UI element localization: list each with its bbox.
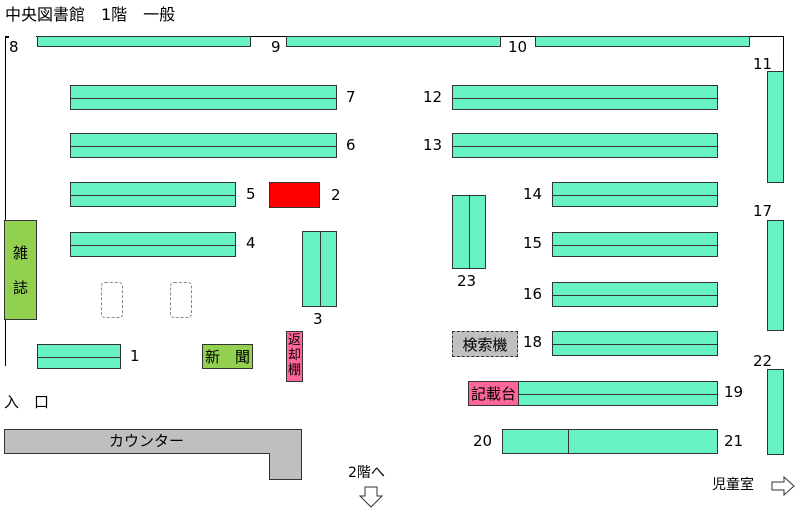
shelf-19[interactable] [518, 381, 718, 406]
return-shelf-label-2: 却 [287, 348, 301, 364]
shelf-number-8: 8 [9, 38, 19, 56]
shelf-7[interactable] [70, 85, 337, 110]
shelf-number-1: 1 [130, 347, 140, 365]
shelf-number-15: 15 [523, 234, 543, 252]
newspapers-rack[interactable]: 新 聞 [202, 344, 253, 369]
search-terminal[interactable]: 検索機 [452, 331, 518, 357]
shelf-11[interactable] [767, 71, 784, 183]
shelf-number-13: 13 [423, 136, 443, 154]
shelf-number-6: 6 [346, 136, 356, 154]
childrens-room-label: 児童室 [712, 477, 754, 493]
shelf-number-10: 10 [508, 38, 528, 56]
shelf-22[interactable] [767, 369, 784, 455]
shelf-number-4: 4 [246, 234, 256, 252]
arrow-right-icon[interactable] [771, 476, 795, 496]
shelf-number-9: 9 [271, 38, 281, 56]
shelf-8[interactable] [37, 36, 251, 47]
magazines-label-2: 誌 [12, 279, 28, 297]
shelf-14[interactable] [552, 182, 718, 207]
shelf-number-3: 3 [313, 310, 323, 328]
shelf-number-19: 19 [724, 383, 744, 401]
return-shelf[interactable]: 返 却 棚 [286, 331, 303, 382]
shelf-4[interactable] [70, 232, 236, 257]
shelf-16[interactable] [552, 282, 718, 307]
writing-desk[interactable]: 記載台 [468, 381, 519, 406]
shelf-number-21: 21 [724, 432, 744, 450]
shelf-15[interactable] [552, 232, 718, 257]
shelf-1[interactable] [37, 344, 121, 369]
reading-seat-left [101, 282, 123, 318]
shelf-number-5: 5 [246, 185, 256, 203]
magazines-rack[interactable]: 雑 誌 [4, 220, 37, 320]
shelf-number-18: 18 [523, 333, 543, 351]
shelf-17[interactable] [767, 220, 784, 331]
shelf-10[interactable] [535, 36, 750, 47]
return-shelf-label-3: 棚 [287, 362, 301, 378]
counter-label: カウンター [109, 432, 185, 450]
shelf-20[interactable] [502, 429, 569, 454]
shelf-23[interactable] [452, 195, 486, 269]
shelf-9[interactable] [286, 36, 501, 47]
shelf-12[interactable] [452, 85, 718, 110]
shelf-number-16: 16 [523, 285, 543, 303]
counter: カウンター [4, 429, 302, 480]
magazines-label-1: 雑 [12, 244, 28, 262]
shelf-number-17: 17 [753, 202, 773, 220]
wall-left [5, 36, 6, 366]
shelf-3[interactable] [302, 231, 337, 307]
shelf-number-22: 22 [753, 352, 773, 370]
wall-top-left [5, 36, 9, 38]
shelf-number-11: 11 [753, 55, 773, 73]
shelf-21[interactable] [568, 429, 718, 454]
return-shelf-label-1: 返 [287, 333, 301, 349]
shelf-5[interactable] [70, 182, 236, 207]
entrance-label: 入 口 [4, 393, 50, 411]
shelf-number-12: 12 [423, 88, 443, 106]
shelf-2-highlight[interactable] [269, 182, 320, 208]
shelf-13[interactable] [452, 133, 718, 158]
map-title: 中央図書館 1階 一般 [5, 5, 176, 24]
shelf-number-23: 23 [457, 272, 477, 290]
wall-right [783, 36, 784, 71]
shelf-number-2: 2 [331, 186, 341, 204]
shelf-number-20: 20 [473, 432, 493, 450]
shelf-number-14: 14 [523, 185, 543, 203]
arrow-down-icon[interactable] [358, 486, 384, 508]
shelf-number-7: 7 [346, 88, 356, 106]
shelf-6[interactable] [70, 133, 337, 158]
to-2f-label: 2階へ [348, 465, 385, 481]
shelf-18[interactable] [552, 331, 718, 356]
reading-seat-right [170, 282, 192, 318]
